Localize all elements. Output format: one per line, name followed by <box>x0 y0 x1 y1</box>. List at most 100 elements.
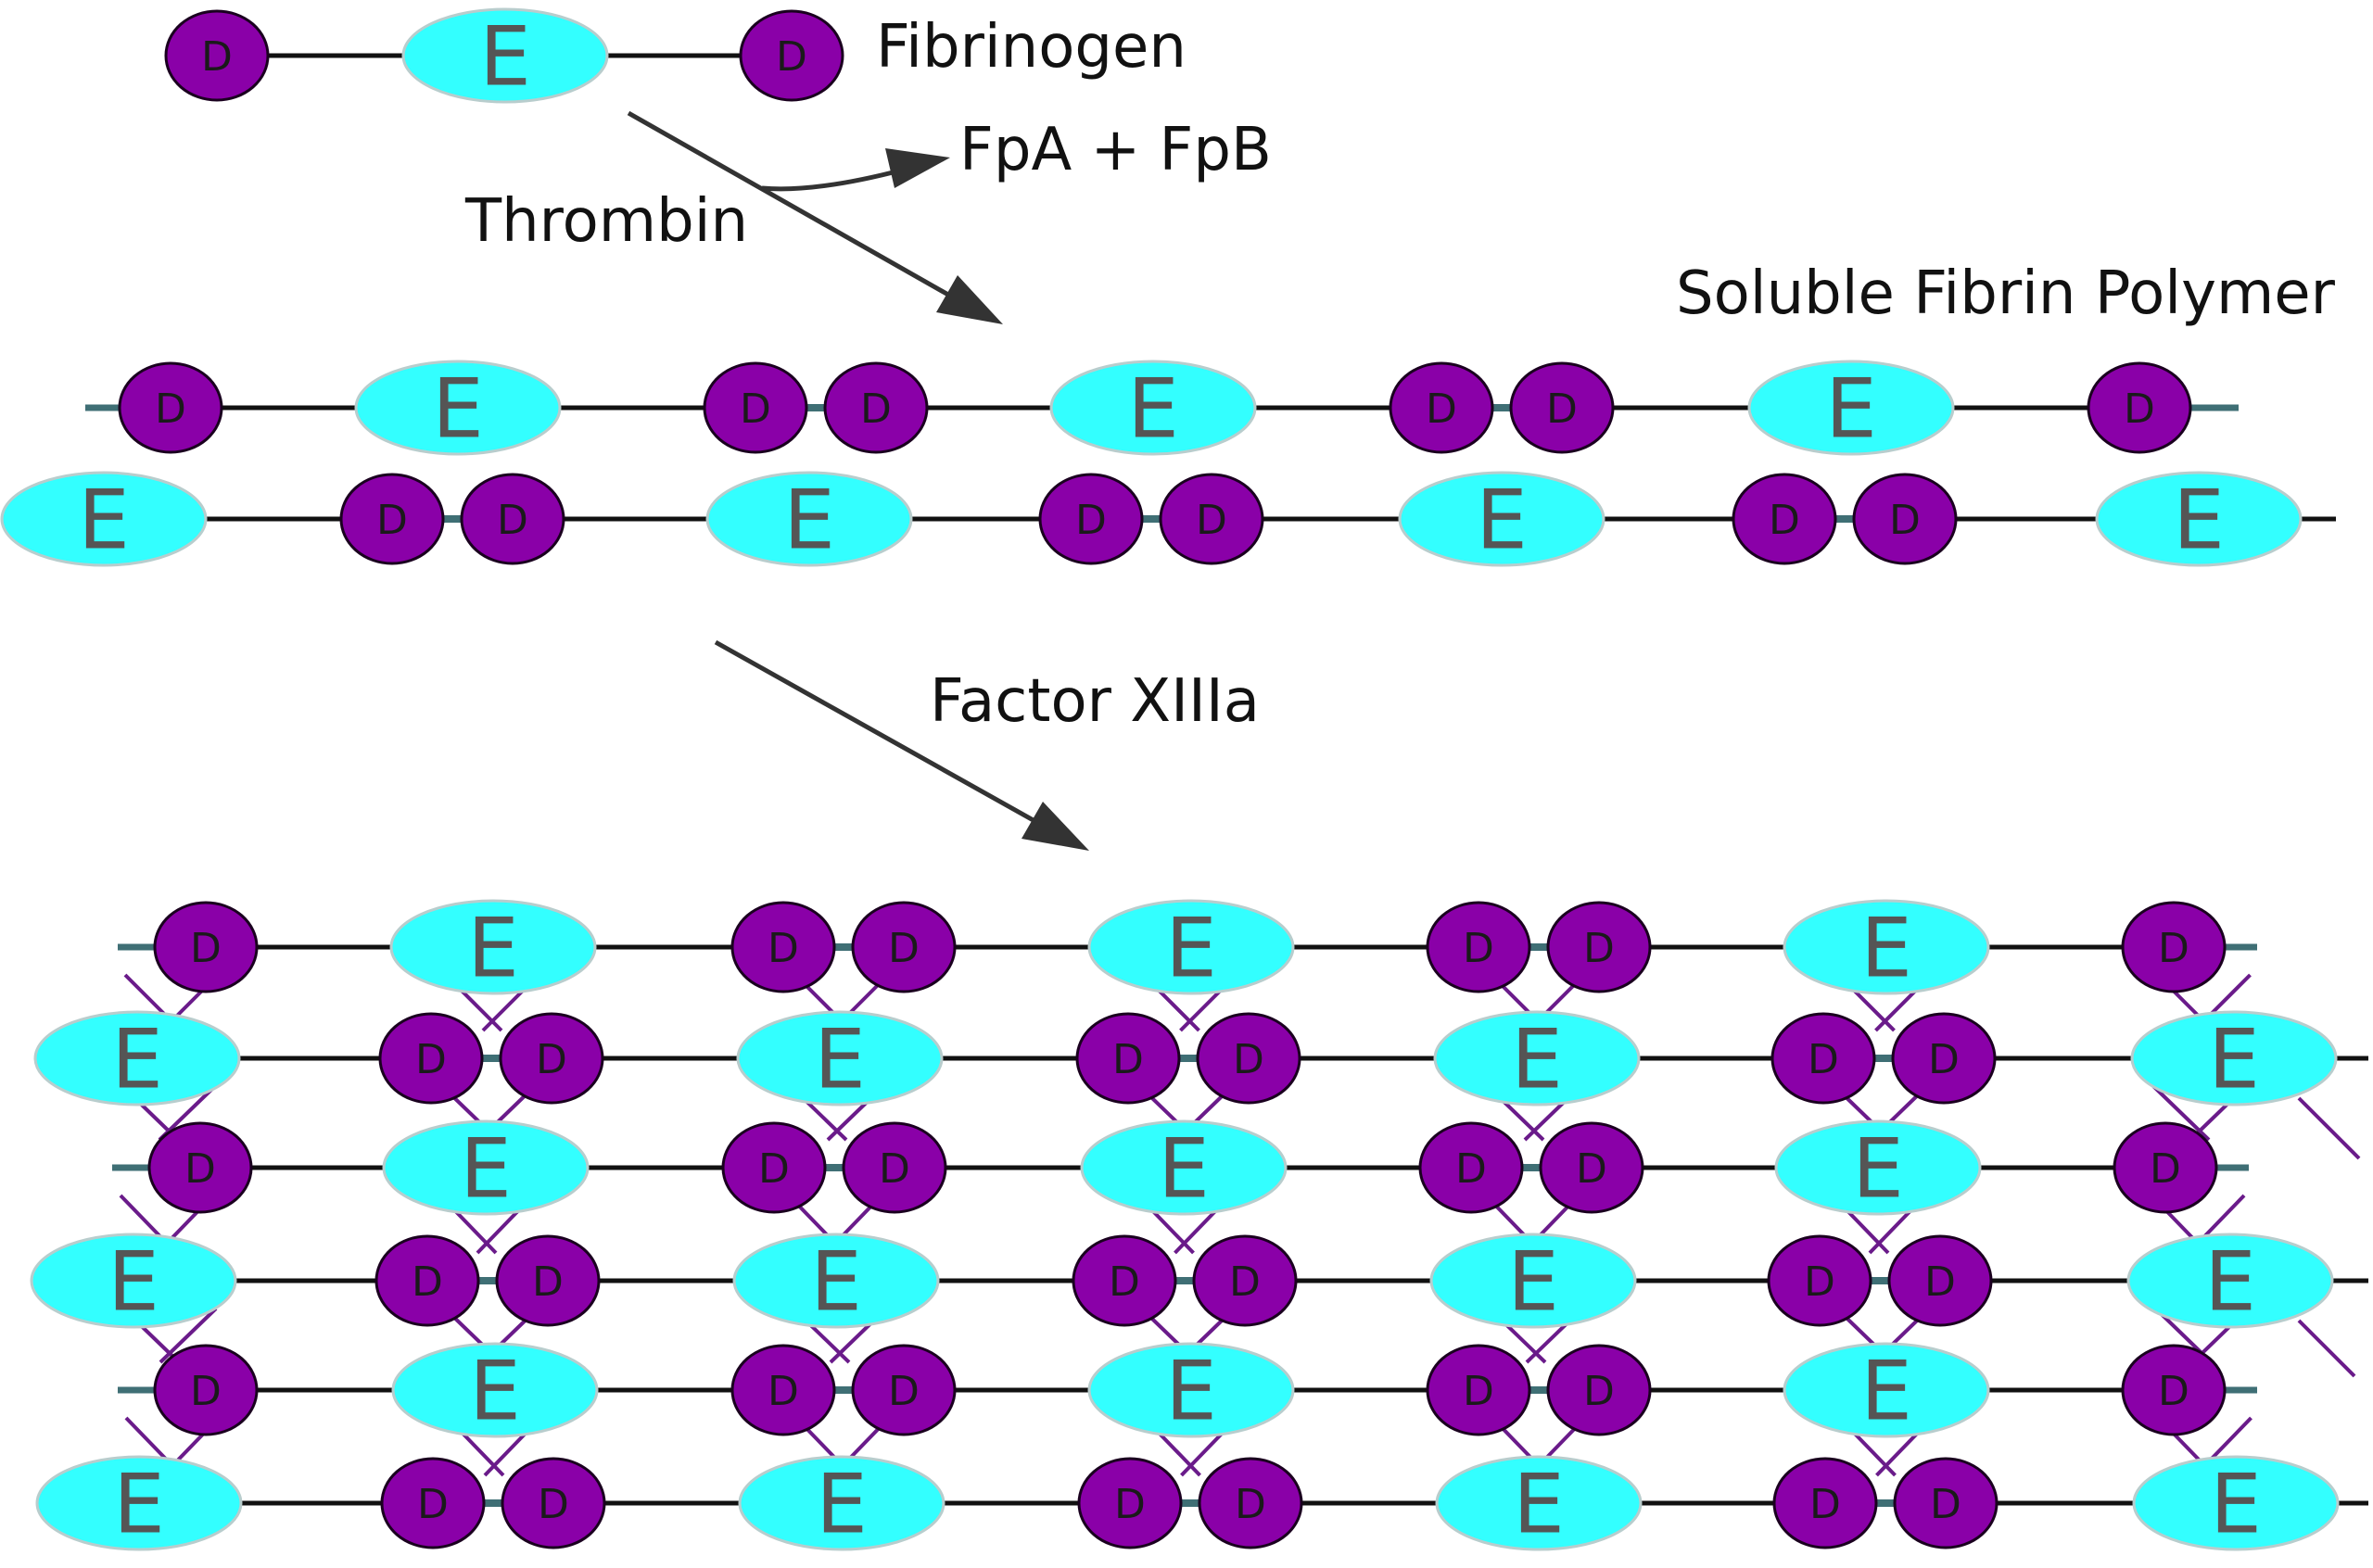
d-domain-label: D <box>1109 1258 1140 1306</box>
e-domain: E <box>382 1119 590 1217</box>
e-domain-shape <box>1774 1119 1982 1216</box>
d-domain-label: D <box>417 1481 449 1528</box>
d-domain-label: D <box>532 1258 564 1306</box>
d-domain-shape <box>380 1457 486 1549</box>
d-domain-shape <box>374 1234 480 1327</box>
d-domain: D <box>730 901 836 993</box>
d-domain: D <box>1418 1121 1524 1214</box>
d-domain: D <box>499 1012 604 1105</box>
d-domain: D <box>153 901 259 993</box>
d-domain-shape <box>703 361 808 454</box>
d-domain-shape <box>153 1344 259 1436</box>
d-domain: D <box>1732 473 1837 565</box>
e-domain: E <box>1433 1010 1641 1107</box>
d-domain-shape <box>2087 361 2192 454</box>
e-domain: E <box>33 1010 241 1107</box>
d-domain-shape <box>1732 473 1837 565</box>
d-domain-shape <box>499 1012 604 1105</box>
e-domain-shape <box>738 1455 945 1551</box>
d-domain-shape <box>460 473 565 565</box>
e-domain-label: E <box>2210 1457 2262 1552</box>
e-domain-label: E <box>460 1121 512 1217</box>
d-domain-shape <box>1891 1012 1997 1105</box>
d-domain-shape <box>851 901 957 993</box>
fibrinopeptide-release-arrow <box>761 148 950 192</box>
e-domain-shape <box>1429 1233 1637 1329</box>
e-domain-shape <box>401 7 609 104</box>
e-domain-label: E <box>1165 901 1217 996</box>
d-domain-label: D <box>1463 925 1494 972</box>
d-domain: D <box>1539 1121 1644 1214</box>
e-domain-shape <box>705 471 913 567</box>
d-domain-shape <box>1075 1012 1181 1105</box>
d-domain: D <box>1546 1344 1652 1436</box>
d-domain: D <box>1426 1344 1531 1436</box>
d-domain: D <box>1038 473 1144 565</box>
e-domain: E <box>401 7 609 105</box>
d-domain-shape <box>147 1121 253 1214</box>
d-domain-label: D <box>1928 1036 1960 1083</box>
e-domain-label: E <box>108 1234 159 1330</box>
e-domain: E <box>736 1010 944 1107</box>
d-domain-label: D <box>536 1036 567 1083</box>
d-domain-shape <box>842 1121 947 1214</box>
e-domain-shape <box>354 360 562 456</box>
e-domain: E <box>1774 1119 1982 1217</box>
d-domain: D <box>721 1121 827 1214</box>
d-domain: D <box>1426 901 1531 993</box>
d-domain-label: D <box>1809 1481 1841 1528</box>
d-domain: D <box>1852 473 1958 565</box>
d-domain-label: D <box>2124 386 2155 433</box>
e-domain-label: E <box>111 1012 163 1107</box>
d-domain-label: D <box>1804 1258 1835 1306</box>
e-domain: E <box>30 1233 237 1330</box>
d-domain-shape <box>118 361 223 454</box>
d-domain-label: D <box>2158 1368 2189 1415</box>
d-domain: D <box>851 1344 957 1436</box>
d-domain-shape <box>501 1457 606 1549</box>
d-domain-shape <box>1072 1234 1177 1327</box>
d-domain-shape <box>1077 1457 1183 1549</box>
d-domain-shape <box>823 361 929 454</box>
d-domain-shape <box>1770 1012 1876 1105</box>
e-domain-label: E <box>810 1234 862 1330</box>
e-domain-label: E <box>1511 1012 1563 1107</box>
d-domain-label: D <box>1075 497 1107 544</box>
d-domain-label: D <box>1229 1258 1261 1306</box>
d-domain: D <box>1767 1234 1872 1327</box>
d-domain-shape <box>1852 473 1958 565</box>
d-domain: D <box>1077 1457 1183 1549</box>
e-domain-shape <box>33 1010 241 1106</box>
d-domain: D <box>1072 1234 1177 1327</box>
d-domain: D <box>1159 473 1264 565</box>
d-domain: D <box>339 473 445 565</box>
d-domain-shape <box>721 1121 827 1214</box>
d-domain-shape <box>1772 1457 1878 1549</box>
e-domain-label: E <box>2204 1234 2256 1330</box>
d-domain: D <box>1891 1012 1997 1105</box>
e-domain-shape <box>1433 1010 1641 1106</box>
d-domain-shape <box>1893 1457 1999 1549</box>
e-domain-shape <box>389 899 597 995</box>
d-domain-label: D <box>1426 386 1457 433</box>
d-domain: D <box>380 1457 486 1549</box>
soluble-fibrin-polymer-label: Soluble Fibrin Polymer <box>1676 259 2336 328</box>
d-domain-label: D <box>201 33 233 81</box>
d-domain-shape <box>164 9 270 102</box>
d-domain: D <box>1196 1012 1301 1105</box>
e-domain-shape <box>1087 899 1295 995</box>
d-domain-shape <box>1038 473 1144 565</box>
e-domain-label: E <box>1825 361 1877 457</box>
d-domain: D <box>1509 361 1615 454</box>
d-domain-shape <box>2121 901 2227 993</box>
d-domain: D <box>374 1234 480 1327</box>
d-domain: D <box>378 1012 484 1105</box>
d-domain: D <box>2121 1344 2227 1436</box>
e-domain: E <box>2132 1455 2340 1552</box>
d-domain: D <box>1893 1457 1999 1549</box>
d-domain-shape <box>1198 1457 1303 1549</box>
d-domain: D <box>2087 361 2192 454</box>
d-domain: D <box>842 1121 947 1214</box>
crosslink-line <box>2297 1096 2361 1160</box>
e-domain-label: E <box>814 1012 866 1107</box>
